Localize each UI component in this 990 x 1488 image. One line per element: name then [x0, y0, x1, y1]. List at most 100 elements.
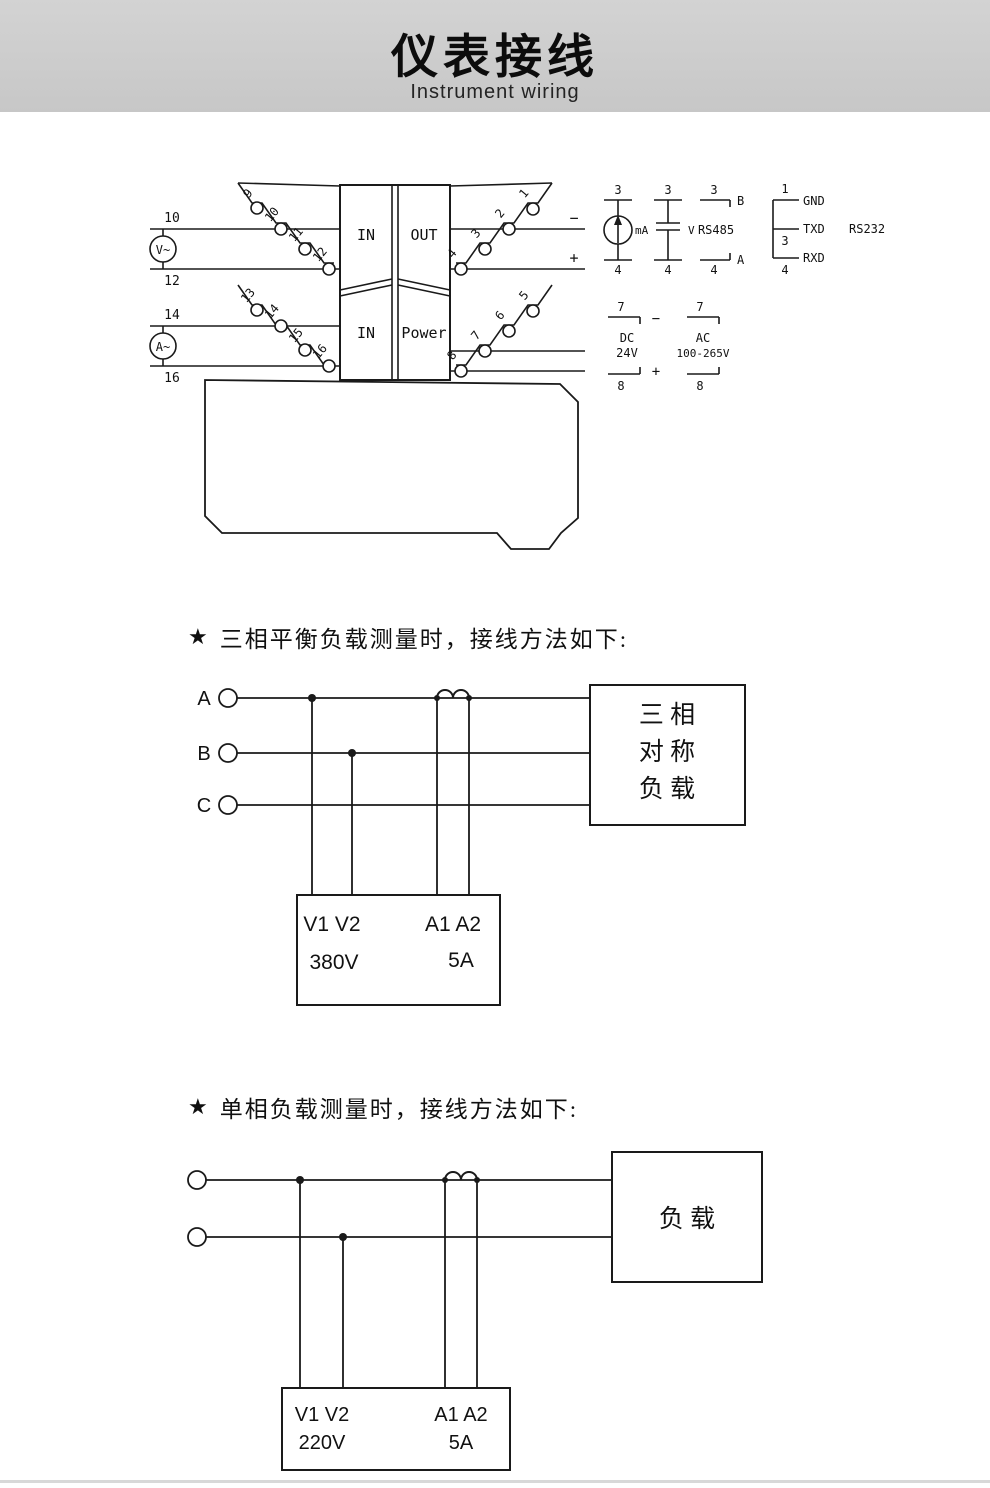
svg-text:RS232: RS232: [849, 222, 885, 236]
junction-dot: [296, 1176, 304, 1184]
terminal-label-10: 10: [164, 211, 180, 226]
svg-text:−: −: [652, 311, 660, 327]
terminal-circle: [274, 222, 288, 236]
power-option-dc: 7 − DC 24V + 8: [608, 300, 660, 393]
terminal-circle: [322, 262, 336, 276]
star-icon: ★: [188, 1094, 208, 1119]
terminal-label-14: 14: [164, 308, 180, 323]
block-in-top: IN: [357, 226, 375, 244]
single-phase-note: ★ 单相负载测量时，接线方法如下:: [188, 1090, 578, 1124]
phase-b-label: B: [197, 743, 210, 765]
svg-text:4: 4: [664, 263, 671, 277]
three-phase-note-text: 三相平衡负载测量时，接线方法如下:: [219, 627, 629, 652]
a-rating: 5A: [449, 1432, 474, 1454]
junction-dot: [434, 695, 440, 701]
terminal-circle: [526, 304, 540, 318]
star-icon: ★: [188, 624, 208, 649]
bottom-divider: [0, 1480, 990, 1483]
svg-text:4: 4: [781, 263, 788, 277]
v-terminals: V1 V2: [303, 913, 360, 936]
svg-text:3: 3: [781, 234, 788, 248]
pin-2: 2: [492, 206, 507, 221]
terminal-circle: [454, 262, 468, 276]
terminal-label-16: 16: [164, 371, 180, 386]
junction-dot: [339, 1233, 347, 1241]
a-rating: 5A: [448, 949, 474, 972]
svg-text:RXD: RXD: [803, 251, 825, 265]
header-banner: 仪表接线 Instrument wiring: [0, 0, 990, 112]
page-title: 仪表接线: [391, 30, 599, 83]
v-rating: 380V: [309, 951, 358, 974]
terminal-circle: [502, 222, 516, 236]
svg-text:4: 4: [710, 263, 717, 277]
svg-text:B: B: [737, 194, 744, 208]
voltage-source-icon: V~: [149, 229, 177, 269]
terminal-circle: [298, 343, 312, 357]
block-out: OUT: [410, 226, 437, 244]
svg-text:4: 4: [614, 263, 621, 277]
arrow-up-icon: [614, 215, 622, 225]
junction-dot: [474, 1177, 480, 1183]
main-wiring-diagram: 10 12 14 16 V~ A~: [149, 182, 885, 550]
single-phase-load-box: [611, 1151, 763, 1283]
a-terminals: A1 A2: [434, 1404, 487, 1426]
svg-text:1: 1: [781, 182, 788, 196]
phase-a-label: A: [197, 688, 211, 710]
svg-text:V: V: [688, 224, 695, 237]
svg-text:7: 7: [617, 300, 624, 314]
v-terminals: V1 V2: [295, 1404, 349, 1426]
junction-dot: [348, 749, 356, 757]
terminal-circle: [454, 364, 468, 378]
sawtooth-bottom-left: 13 14 15 16: [237, 284, 336, 373]
output-option-ma: 3 mA 4: [603, 183, 649, 277]
power-option-ac: 7 AC 100-265V 8: [677, 300, 730, 393]
svg-text:8: 8: [617, 379, 624, 393]
line-terminal: [187, 1170, 207, 1190]
svg-text:24V: 24V: [616, 346, 638, 360]
single-phase-diagram: 负 载 V1 V2 220V A1 A2 5A: [187, 1151, 763, 1471]
sawtooth-bottom-right: 5 6 7 8: [444, 284, 553, 378]
load-text: 负 载: [659, 1205, 715, 1233]
junction-dot: [308, 694, 316, 702]
three-phase-note: ★ 三相平衡负载测量时，接线方法如下:: [188, 620, 628, 654]
terminal-circle: [298, 242, 312, 256]
svg-text:mA: mA: [635, 224, 649, 237]
pin-4: 4: [444, 246, 459, 261]
sawtooth-top-left: 9 10 11 12: [237, 182, 341, 276]
meter-terminals-box: [296, 894, 501, 1006]
pin-1: 1: [516, 186, 531, 201]
terminal-label-12: 12: [164, 274, 180, 289]
load-text-1: 三 相: [639, 701, 695, 729]
svg-text:A~: A~: [156, 340, 170, 354]
current-transformer-icon: [436, 689, 470, 699]
svg-text:GND: GND: [803, 194, 825, 208]
junction-dot: [466, 695, 472, 701]
phase-c-label: C: [197, 795, 211, 817]
terminal-circle: [502, 324, 516, 338]
terminal-circle: [526, 202, 540, 216]
meter-case-outline: [204, 379, 579, 550]
phase-c-terminal: [218, 795, 238, 815]
terminal-circle: [274, 319, 288, 333]
right-output-wires: [450, 228, 585, 372]
svg-text:7: 7: [696, 300, 703, 314]
svg-text:A: A: [737, 253, 745, 267]
block-power: Power: [401, 324, 446, 342]
terminal-circle: [250, 201, 264, 215]
phase-b-terminal: [218, 743, 238, 763]
module-block: IN OUT IN Power: [339, 184, 451, 381]
terminal-circle: [478, 242, 492, 256]
line-terminal: [187, 1227, 207, 1247]
svg-text:3: 3: [664, 183, 671, 197]
output-option-rs485: 3 B RS485 A 4: [698, 183, 745, 277]
load-text-2: 对 称: [639, 738, 695, 766]
load-text-3: 负 载: [639, 775, 695, 803]
single-phase-note-text: 单相负载测量时，接线方法如下:: [219, 1097, 579, 1122]
svg-text:AC: AC: [696, 331, 710, 345]
output-minus: −: [569, 209, 578, 227]
three-phase-diagram: A B C 三 相 对 称 负 载 V1 V2: [197, 684, 746, 1006]
pin-9: 9: [240, 186, 255, 201]
svg-text:8: 8: [696, 379, 703, 393]
pin-5: 5: [516, 288, 531, 303]
